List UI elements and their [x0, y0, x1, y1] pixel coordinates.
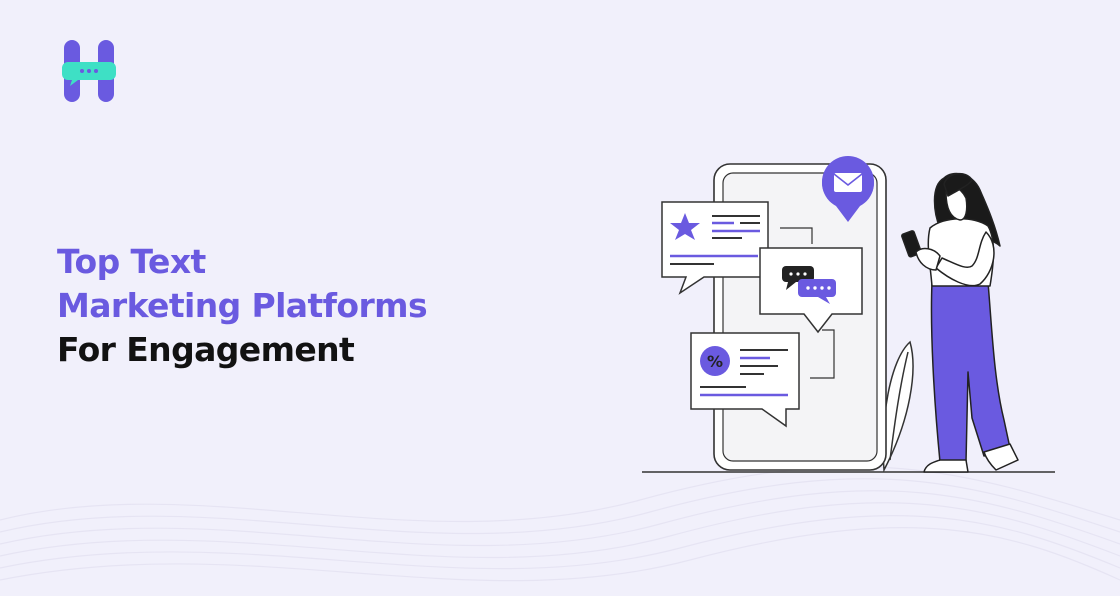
headline-line-1: Top Text [57, 242, 206, 281]
svg-text:%: % [707, 352, 723, 371]
woman-with-phone-icon [901, 172, 1019, 473]
chat-bubbles-icon [759, 247, 863, 334]
h-chat-bubble-logo-icon[interactable] [62, 40, 118, 104]
page-headline: Top Text Marketing Platforms For Engagem… [57, 240, 428, 372]
headline-line-2: Marketing Platforms [57, 286, 428, 325]
plant-leaf-icon [882, 340, 914, 473]
headline-line-3: For Engagement [57, 330, 355, 369]
discount-message-icon: % [690, 332, 800, 428]
mail-pin-icon [822, 156, 875, 222]
text-marketing-illustration: % [642, 156, 1055, 473]
star-message-icon [661, 201, 769, 295]
